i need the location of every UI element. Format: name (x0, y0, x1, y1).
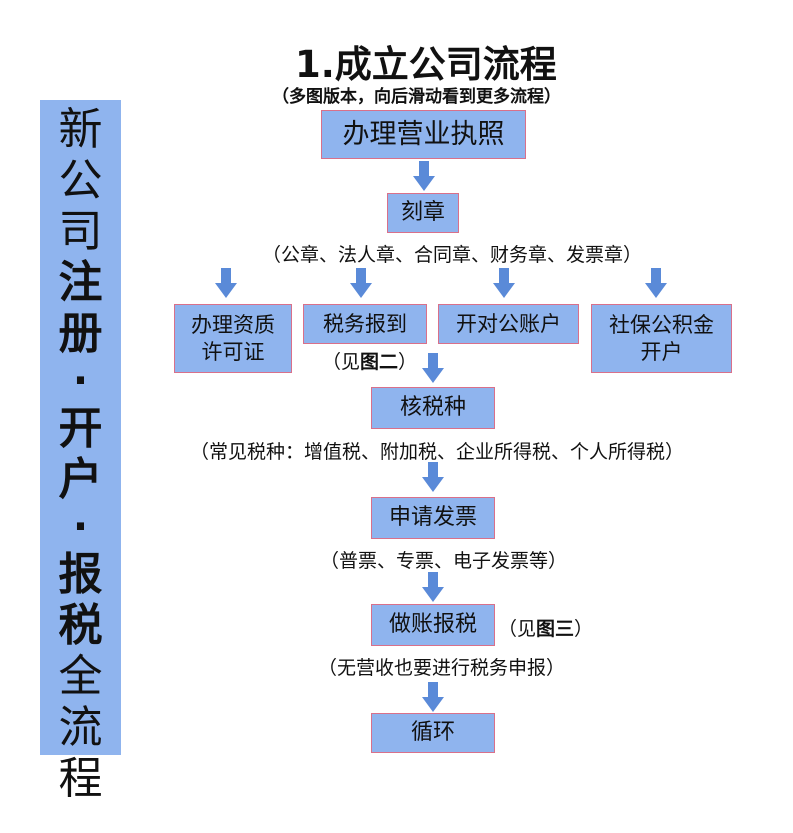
tax-types-note: （常见税种：增值税、附加税、企业所得税、个人所得税） (190, 441, 685, 463)
sidebar-char: 全 (58, 651, 103, 702)
see-figure-2-prefix: （见 (322, 351, 361, 373)
step-tax-registration: 税务报到 (303, 304, 427, 344)
invoice-types-note: （普票、专票、电子发票等） (320, 550, 568, 572)
step-tax-types: 核税种 (371, 387, 495, 429)
sidebar-char: · (72, 358, 89, 404)
arrow-down-icon (215, 268, 237, 298)
step-social-security-fund: 社保公积金 开户 (591, 304, 732, 373)
step-apply-invoice: 申请发票 (371, 497, 495, 539)
arrow-down-icon (350, 268, 372, 298)
sidebar-char: 新 (58, 104, 103, 155)
step-qualification-license: 办理资质 许可证 (174, 304, 292, 373)
step-seal: 刻章 (387, 193, 459, 233)
arrow-down-icon (413, 161, 435, 191)
see-figure-3-note: （见图三） (498, 614, 593, 641)
sidebar-char: 户 (58, 454, 103, 505)
sidebar-char: 册 (58, 308, 103, 359)
see-figure-3-link: 图三 (536, 618, 575, 640)
arrow-down-icon (645, 268, 667, 298)
arrow-down-icon (422, 682, 444, 712)
page-subtitle: （多图版本，向后滑动看到更多流程） (272, 87, 561, 107)
sidebar-banner: 新公司注册·开户·报税全流程 (40, 100, 121, 804)
arrow-down-icon (422, 572, 444, 602)
step-business-license: 办理营业执照 (321, 110, 526, 159)
step-cycle: 循环 (371, 713, 495, 753)
arrow-down-icon (493, 268, 515, 298)
step-corporate-bank-account: 开对公账户 (438, 304, 579, 344)
sidebar-char: 注 (58, 257, 103, 308)
see-figure-2-link: 图二 (360, 351, 399, 373)
page-title: 1.成立公司流程 (295, 43, 557, 86)
step-bookkeeping-tax: 做账报税 (371, 604, 495, 646)
sidebar-char: 公 (58, 155, 103, 206)
sidebar-char: 税 (58, 600, 103, 651)
see-figure-2-note: （见图二） (322, 347, 417, 374)
see-figure-3-prefix: （见 (498, 618, 537, 640)
sidebar-char: · (72, 504, 89, 550)
see-figure-3-suffix: ） (574, 618, 594, 640)
sidebar-char: 报 (58, 549, 103, 600)
see-figure-2-suffix: ） (398, 351, 418, 373)
arrow-down-icon (422, 353, 444, 383)
arrow-down-icon (422, 462, 444, 492)
sidebar-char: 流 (58, 702, 103, 753)
seal-types-note: （公章、法人章、合同章、财务章、发票章） (262, 244, 643, 266)
sidebar-char: 司 (58, 206, 103, 257)
no-revenue-note: （无营收也要进行税务申报） (318, 657, 566, 679)
sidebar-char: 开 (58, 403, 103, 454)
sidebar-char: 程 (58, 753, 103, 804)
